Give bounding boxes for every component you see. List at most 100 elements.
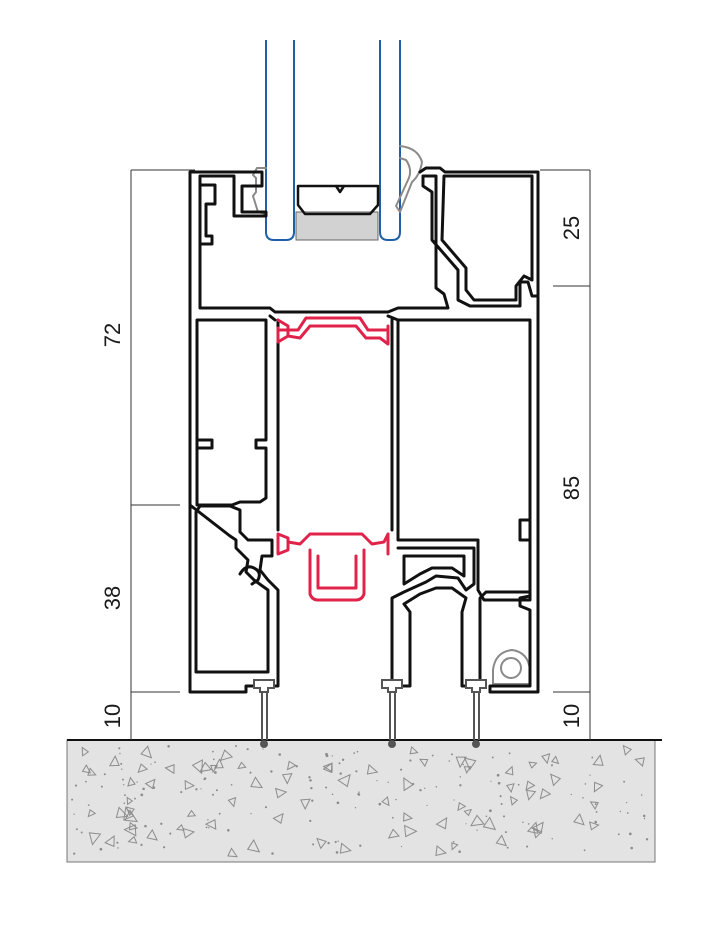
concrete-aggregate: [127, 776, 136, 787]
glazing-unit: [265, 40, 401, 241]
concrete-dot: [278, 753, 282, 756]
concrete-dot: [140, 793, 144, 797]
concrete-dot: [331, 793, 334, 796]
concrete-dot: [341, 758, 345, 762]
concrete-dot: [200, 788, 202, 790]
concrete-dot: [490, 780, 492, 782]
concrete-dot: [485, 815, 488, 818]
concrete-aggregate: [127, 835, 138, 844]
concrete-dot: [453, 799, 455, 801]
concrete-aggregate: [526, 821, 539, 834]
concrete-dot: [419, 788, 422, 792]
concrete-aggregate: [219, 749, 234, 762]
concrete-aggregate: [403, 776, 414, 792]
spacer-bar: [296, 184, 380, 216]
concrete-dot: [506, 846, 509, 849]
concrete-dot: [628, 832, 632, 836]
concrete-dot: [395, 798, 397, 801]
concrete-dot: [617, 833, 620, 836]
thermal-breaks: [276, 316, 390, 602]
concrete-aggregate: [140, 745, 153, 759]
concrete-aggregate: [88, 832, 102, 846]
concrete-dot: [594, 803, 597, 806]
concrete-aggregate: [463, 808, 473, 817]
concrete-aggregate: [210, 764, 219, 774]
gasket-left-top: [252, 167, 267, 215]
concrete-dot: [211, 793, 215, 796]
concrete-dot: [496, 773, 500, 777]
concrete-dot: [118, 747, 121, 750]
concrete-dot: [643, 817, 646, 820]
concrete-dot: [212, 758, 215, 761]
frame-left-chamber: [195, 318, 268, 507]
concrete-dot: [163, 846, 166, 849]
rail-top: [268, 314, 400, 322]
concrete-dot: [589, 774, 591, 776]
concrete-aggregate: [126, 796, 134, 806]
dim-label-left-total: 72: [100, 323, 125, 347]
concrete-dot: [459, 776, 462, 778]
concrete-dot: [167, 745, 170, 748]
concrete-dot: [215, 789, 218, 792]
concrete-speckles: [71, 744, 649, 858]
concrete-aggregate: [366, 763, 379, 775]
concrete-aggregate: [505, 783, 515, 794]
sash-bottom-center: [390, 546, 532, 688]
concrete-floor: [66, 739, 662, 863]
concrete-aggregate: [409, 745, 419, 755]
frame-left-lower-hook: [238, 565, 261, 586]
concrete-dot: [117, 847, 119, 849]
concrete-dot: [591, 756, 594, 759]
concrete-dot: [73, 852, 76, 855]
glass-pane-outer: [265, 40, 295, 241]
concrete-aggregate: [104, 835, 115, 848]
concrete-aggregate: [204, 819, 217, 830]
concrete-dot: [400, 845, 403, 848]
concrete-aggregate: [339, 842, 352, 854]
concrete-dot: [630, 846, 633, 850]
concrete-dot: [121, 768, 123, 770]
concrete-dot: [212, 750, 214, 753]
concrete-aggregate: [589, 801, 599, 810]
dim-label-left-bottom: 10: [100, 704, 125, 728]
sash-top-left-bracket: [198, 183, 217, 246]
concrete-aggregate: [381, 796, 390, 807]
frame-left-notch: [195, 438, 214, 450]
anchor-center: [381, 679, 403, 748]
concrete-dot: [262, 748, 264, 750]
concrete-dot: [123, 802, 126, 804]
anchor-right: [465, 679, 487, 748]
concrete-aggregate: [550, 773, 562, 787]
concrete-aggregate: [237, 761, 247, 770]
concrete-aggregate: [455, 756, 468, 769]
concrete-dot: [625, 801, 628, 804]
concrete-dot: [73, 813, 75, 815]
concrete-dot: [504, 831, 507, 834]
concrete-aggregate: [199, 761, 213, 773]
concrete-dot: [499, 795, 502, 798]
concrete-aggregate: [541, 753, 551, 765]
concrete-dot: [227, 829, 230, 832]
concrete-aggregate: [588, 821, 600, 831]
concrete-dot: [310, 786, 313, 790]
concrete-aggregate: [550, 755, 560, 765]
concrete-dot: [459, 784, 462, 787]
concrete-dot: [195, 788, 198, 791]
concrete-dot: [522, 821, 524, 823]
frame-right-chamber: [396, 318, 532, 602]
concrete-dot: [619, 810, 622, 813]
concrete-aggregate: [115, 806, 129, 819]
concrete-aggregate: [337, 773, 351, 788]
concrete-dot: [142, 787, 145, 791]
frame-right-lower: [488, 294, 540, 694]
frame-left-lower-chamber: [188, 503, 280, 694]
concrete-dot: [551, 764, 553, 767]
concrete-aggregate: [227, 796, 237, 808]
concrete-dot: [327, 841, 330, 845]
concrete-aggregate: [123, 806, 135, 821]
concrete-aggregate: [387, 828, 400, 839]
concrete-aggregate: [451, 842, 459, 851]
concrete-dot: [338, 762, 341, 765]
concrete-dot: [642, 814, 646, 818]
concrete-dot: [426, 804, 428, 807]
